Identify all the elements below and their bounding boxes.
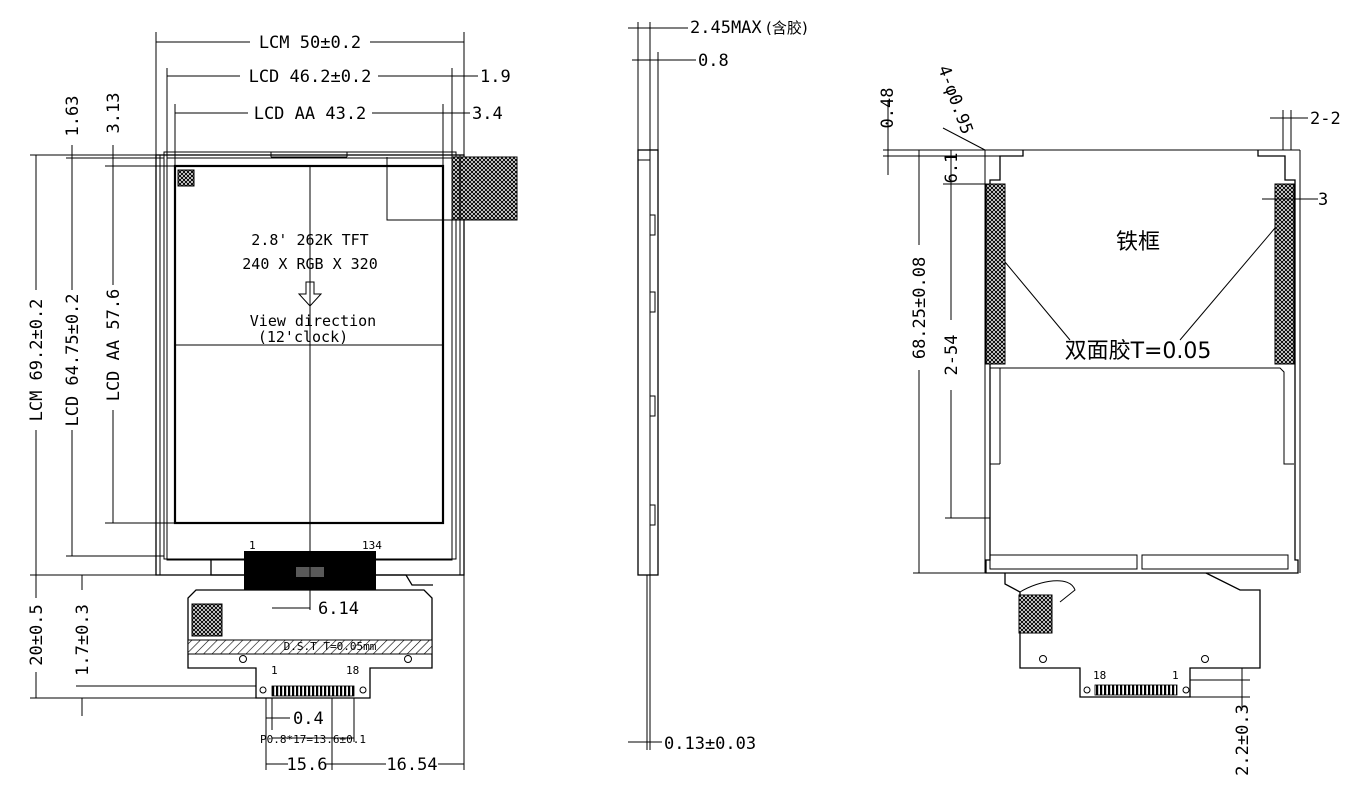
dim-0-4: 0.4 (293, 709, 324, 729)
dst-label: D.S.T T=0.05mm (284, 640, 377, 653)
panel-spec-line1: 2.8' 262K TFT (251, 231, 368, 249)
back-fpc-component (1018, 594, 1053, 634)
dim-0-48: 0.48 (878, 88, 898, 129)
tape-strip-right (1274, 183, 1295, 365)
dim-lcd-aa-width: LCD AA 43.2 (254, 104, 367, 124)
dim-lcm-width: LCM 50±0.2 (259, 33, 361, 53)
dim-15-6: 15.6 (287, 755, 328, 775)
dim-3-13: 3.13 (104, 93, 124, 134)
panel-spec-line2: 240 X RGB X 320 (242, 255, 377, 273)
dim-3-4: 3.4 (472, 104, 503, 124)
side-view: 2.45MAX (含胶) 0.8 0.13±0.03 (628, 18, 808, 754)
dim-16-54: 16.54 (386, 755, 437, 775)
dim-3: 3 (1318, 190, 1328, 210)
dim-thickness-note: (含胶) (766, 19, 808, 37)
back-pin-18: 18 (1093, 669, 1106, 682)
ic-pin-first: 1 (249, 539, 256, 552)
ic-pin-last: 134 (362, 539, 382, 552)
dim-lcd-width: LCD 46.2±0.2 (249, 67, 372, 87)
frame-label: 铁框 (1116, 230, 1160, 255)
dst-stiffener (187, 639, 433, 655)
view-direction-clock: (12'clock) (258, 328, 348, 346)
tape-label: 双面胶T=0.05 (1065, 339, 1212, 364)
fpc-pin-last: 18 (346, 664, 359, 677)
dim-lcd-aa-height: LCD AA 57.6 (104, 289, 124, 402)
dim-thickness-max: 2.45MAX (690, 18, 762, 38)
side-module-body (637, 149, 659, 576)
fpc-gold-fingers (271, 685, 355, 697)
dim-holes: 4-φ0.95 (933, 63, 976, 137)
dim-1-7: 1.7±0.3 (73, 604, 93, 676)
dim-tape-length: 2-54 (942, 335, 962, 376)
view-direction-label: View direction (250, 312, 376, 330)
back-pin-1: 1 (1172, 669, 1179, 682)
tape-flap (451, 156, 518, 221)
dim-fpc-2-2: 2.2±0.3 (1233, 704, 1253, 776)
fpc-pin-first: 1 (271, 664, 278, 677)
pixel-corner-mark (177, 169, 195, 187)
back-gold-fingers (1094, 684, 1178, 696)
dim-lcd-height: LCD 64.75±0.2 (63, 293, 83, 426)
back-fpc-outline (1004, 572, 1261, 698)
dim-1-9: 1.9 (480, 67, 511, 87)
dim-1-63: 1.63 (63, 96, 83, 137)
dim-6-1: 6.1 (942, 153, 962, 184)
dim-fpc-thickness: 0.13±0.03 (664, 734, 756, 754)
view-direction-arrow-icon (297, 281, 323, 307)
dim-2-2: 2-2 (1310, 109, 1341, 129)
dim-frame-height: 68.25±0.08 (910, 257, 930, 359)
front-view: 2.8' 262K TFT 240 X RGB X 320 View direc… (27, 32, 518, 775)
dim-lcm-height: LCM 69.2±0.2 (27, 299, 47, 422)
dim-6-14: 6.14 (318, 599, 359, 619)
dim-fpc-length: 20±0.5 (27, 604, 47, 665)
fpc-component (191, 603, 223, 637)
dim-0-8: 0.8 (698, 51, 729, 71)
dim-pitch: P0.8*17=13.6±0.1 (260, 733, 366, 746)
tape-strip-left (985, 183, 1006, 365)
back-view: 18 1 铁框 双面胶T=0.05 0.48 4-φ0.95 2-2 3 6.1… (878, 63, 1341, 776)
